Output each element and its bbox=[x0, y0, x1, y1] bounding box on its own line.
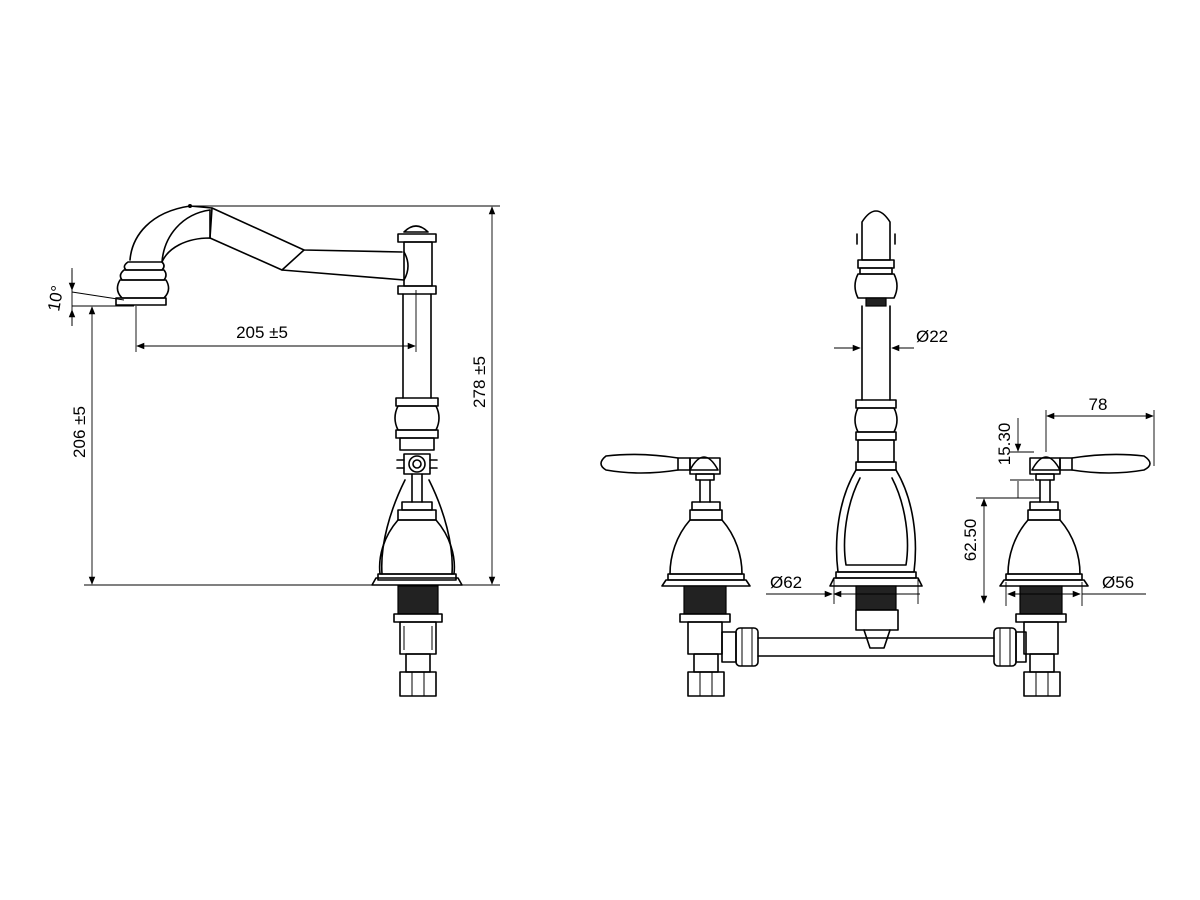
overall-height-label: 278 ±5 bbox=[470, 356, 489, 408]
left-handle-front bbox=[600, 453, 751, 697]
handle-offset-dimension: 15.30 bbox=[995, 418, 1034, 498]
right-handle-front bbox=[999, 453, 1151, 697]
spout-base-diameter-label: Ø62 bbox=[770, 573, 802, 592]
handle-base-diameter-dimension: Ø56 bbox=[1005, 573, 1146, 606]
spout-height-dimension: 206 ±5 bbox=[70, 306, 500, 586]
bridge-pipe bbox=[721, 627, 1027, 667]
handle-base-diameter-label: Ø56 bbox=[1102, 573, 1134, 592]
spout-front bbox=[829, 210, 923, 649]
reach-dimension: 205 ±5 bbox=[135, 290, 417, 352]
angle-label: 10° bbox=[44, 284, 67, 313]
handle-offset-label: 15.30 bbox=[995, 423, 1014, 466]
reach-label: 205 ±5 bbox=[236, 323, 288, 342]
spout-diameter-label: Ø22 bbox=[916, 327, 948, 346]
spout-side bbox=[115, 204, 405, 306]
angle-dimension: 10° bbox=[44, 268, 134, 326]
overall-height-dimension: 278 ±5 bbox=[190, 205, 500, 585]
handle-height-dimension: 62.50 bbox=[961, 497, 1040, 604]
side-view: 10° 205 ±5 206 ±5 278 ±5 bbox=[44, 204, 500, 697]
handle-reach-label: 78 bbox=[1089, 395, 1108, 414]
front-view: Ø22 78 15.30 62.50 Ø6 bbox=[600, 210, 1155, 697]
spout-height-label: 206 ±5 bbox=[70, 406, 89, 458]
spout-diameter-dimension: Ø22 bbox=[834, 327, 948, 352]
tap-body-side bbox=[371, 225, 463, 697]
spout-base-diameter-dimension: Ø62 bbox=[766, 573, 920, 604]
handle-reach-dimension: 78 bbox=[1045, 395, 1155, 466]
handle-height-label: 62.50 bbox=[961, 519, 980, 562]
